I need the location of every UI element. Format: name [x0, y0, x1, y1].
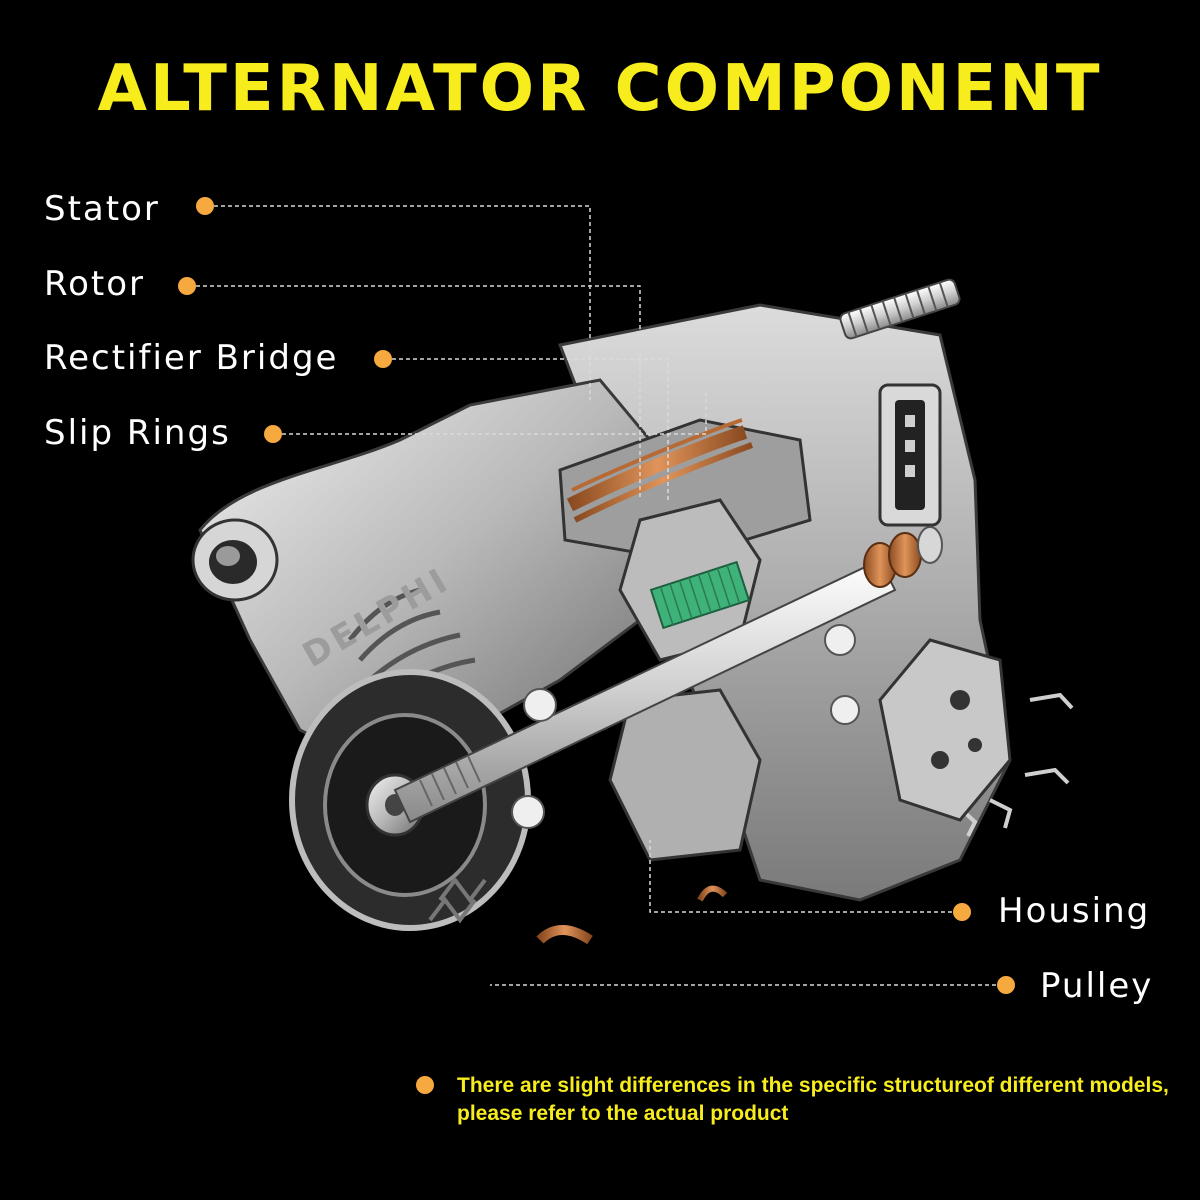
callout-lines [196, 205, 996, 986]
rotor-leader [196, 285, 641, 500]
callout-dots [178, 197, 1015, 994]
housing-callout-dot [953, 903, 971, 921]
label-housing: Housing [998, 891, 1151, 931]
rotor-callout-dot [178, 277, 196, 295]
slip-rings [863, 526, 943, 588]
rotor-poles [608, 498, 762, 862]
lower-winding [536, 925, 593, 945]
pulley-callout-dot [997, 976, 1015, 994]
shaft [393, 558, 897, 824]
stator-leader [214, 205, 591, 400]
label-pulley: Pulley [1040, 966, 1154, 1006]
slip-rings-callout-dot [264, 425, 282, 443]
bearing-balls [511, 624, 860, 829]
housing-leader [649, 840, 952, 913]
mounting-ear [191, 518, 279, 602]
rectifier-plate [878, 638, 1012, 822]
stator-core [558, 418, 812, 562]
lamination-stack [649, 560, 751, 630]
stator-callout-dot [196, 197, 214, 215]
label-slip-rings: Slip Rings [44, 413, 231, 453]
lower-winding-2 [697, 885, 728, 902]
slip-rings-leader [282, 390, 707, 435]
connector-plug [878, 383, 942, 527]
note-bullet-dot [416, 1076, 434, 1094]
alternator-illustration: DELPHI [191, 278, 1074, 945]
label-rotor: Rotor [44, 264, 146, 304]
rectifier-callout-dot [374, 350, 392, 368]
disclaimer-note: There are slight differences in the spec… [457, 1074, 1169, 1125]
threaded-stud [839, 278, 961, 340]
label-rectifier-bridge: Rectifier Bridge [44, 338, 339, 378]
page-title: ALTERNATOR COMPONENT [97, 52, 1103, 126]
rectifier-leader [392, 358, 669, 500]
label-stator: Stator [44, 189, 160, 229]
